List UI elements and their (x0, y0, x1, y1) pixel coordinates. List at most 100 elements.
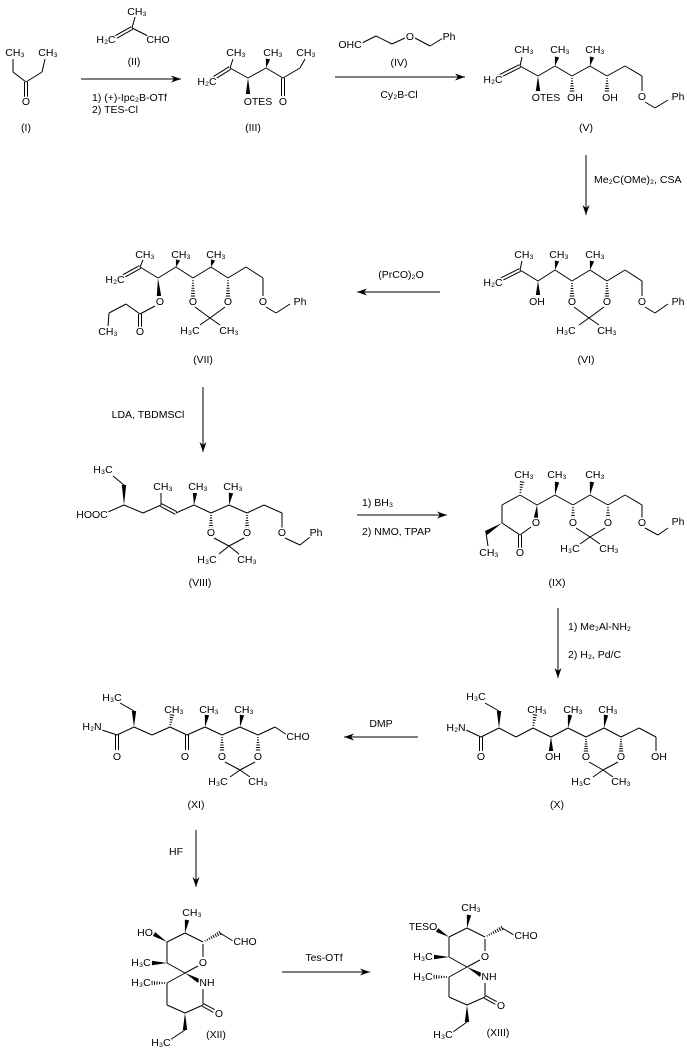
atom-label: CH₃ (514, 469, 533, 481)
compound-number-label: (V) (579, 122, 593, 134)
single-bond (589, 269, 608, 282)
atom-label: O (477, 751, 485, 763)
single-bond (571, 269, 591, 282)
compound-I-bonds (12, 58, 46, 97)
wedge-bond (548, 737, 554, 751)
atom-label: O (568, 296, 576, 308)
single-bond (227, 266, 247, 279)
atom-label: CH₃ (188, 481, 207, 493)
atom-label: CH₃ (135, 249, 154, 261)
single-bond (274, 726, 288, 736)
single-bond (657, 527, 669, 536)
atom-label: OH (567, 92, 583, 104)
atom-label: H₃C (433, 1029, 453, 1041)
compound-XIII-bonds (433, 914, 515, 1033)
single-bond (519, 260, 523, 271)
single-bond (537, 269, 556, 282)
atom-label: Ph (672, 516, 685, 528)
wedge-bond (245, 78, 251, 94)
single-bond (620, 727, 640, 738)
atom-label: O (243, 527, 251, 539)
compound-IX-bonds (484, 481, 669, 548)
atom-label: Ph (672, 91, 685, 103)
atom-label: Ph (294, 296, 307, 308)
single-bond (554, 269, 573, 282)
atom-label: CH₃ (182, 907, 201, 919)
reaction-arrow-step-10 (282, 968, 370, 976)
wedge-bond (535, 281, 541, 295)
single-bond (175, 504, 195, 514)
reagent-condition-text: LDA, TBDMSCl (112, 409, 185, 421)
atom-label: O (617, 751, 625, 763)
atom-label: H₃C (466, 691, 486, 703)
atom-label: CH₃ (223, 481, 242, 493)
atom-label: O (254, 751, 262, 763)
atom-label: O (207, 527, 215, 539)
single-bond (537, 65, 556, 77)
atom-label: H₃C (571, 776, 591, 788)
wedge-bond (589, 56, 595, 66)
single-bond (239, 761, 256, 771)
single-bond (567, 727, 587, 738)
single-bond (501, 522, 521, 536)
atom-label: HOOC (76, 509, 108, 521)
single-bond (644, 527, 659, 536)
atom-label: H₃C (556, 325, 576, 337)
double-bond (121, 265, 141, 279)
single-bond (193, 504, 212, 514)
wedge-bond (204, 714, 210, 727)
hash-bond (255, 737, 261, 751)
single-bond (466, 959, 481, 968)
single-bond (265, 67, 284, 79)
single-bond (108, 303, 127, 314)
wedge-bond (210, 259, 216, 267)
single-bond (532, 727, 552, 738)
single-bond (644, 306, 656, 314)
compound-IV-bonds (359, 35, 444, 47)
single-bond (184, 1004, 204, 1014)
atom-label: Ph (310, 527, 323, 539)
single-bond (265, 306, 277, 314)
single-bond (603, 727, 622, 738)
atom-label: H₂N (446, 722, 465, 734)
single-bond (204, 726, 223, 736)
wedge-bond (496, 711, 502, 728)
single-bond (125, 303, 141, 315)
arrowhead-icon (344, 733, 354, 741)
single-bond (501, 494, 521, 506)
atom-label: O (497, 1000, 505, 1012)
wedge-bond (589, 481, 595, 495)
atom-label: CHO (286, 731, 309, 743)
single-bond (213, 537, 230, 547)
atom-label: O (136, 326, 144, 338)
single-bond (299, 58, 306, 69)
wedge-bond (533, 505, 539, 519)
single-bond (589, 494, 609, 506)
hash-bond (219, 737, 225, 751)
hash-bond (225, 280, 231, 297)
atom-label: CHO (146, 34, 169, 46)
hash-bond (570, 507, 576, 519)
compound-number-label: (XIII) (487, 1027, 510, 1039)
atom-label: CH₃ (164, 704, 183, 716)
single-bond (466, 927, 486, 938)
atom-label: H₃C (93, 464, 113, 476)
atom-label: Ph (443, 31, 456, 43)
single-bond (607, 494, 626, 506)
atom-label: NH (199, 977, 214, 989)
atom-label: O (215, 1008, 223, 1020)
atom-label: CH₃ (5, 47, 24, 59)
atom-label: OH (651, 751, 667, 763)
arrowhead-icon (455, 73, 465, 81)
atom-label: O (181, 751, 189, 763)
atom-label: CH₃ (153, 481, 172, 493)
reaction-arrows (81, 73, 590, 976)
single-bond (221, 726, 241, 736)
atom-label: O (516, 547, 524, 559)
atom-label: NH (481, 971, 496, 983)
single-bond (602, 769, 614, 778)
atom-label: CH₃ (219, 325, 238, 337)
hash-bond (532, 714, 538, 727)
atom-label: CHO (514, 930, 537, 942)
atom-label: CH₃ (226, 47, 245, 59)
